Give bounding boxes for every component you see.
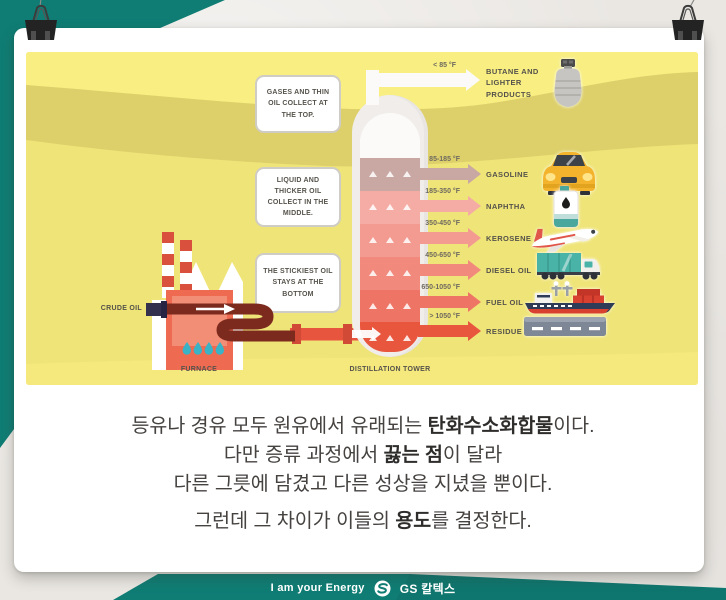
tower-segment-gasoline	[360, 158, 420, 191]
product-label: RESIDUE	[486, 327, 523, 336]
kerosene-arrow	[418, 232, 468, 244]
caption-line: 다른 그릇에 담겼고 다른 성상을 지녔을 뿐이다.	[173, 473, 553, 495]
fuel-oil-arrow-head	[468, 292, 481, 312]
gas-canister-icon	[554, 59, 582, 107]
footer-slogan: I am your Energy	[270, 582, 365, 594]
product-label: KEROSENE	[486, 234, 532, 243]
burner-flames-icon	[182, 342, 224, 355]
temp-label: > 1050 °F	[429, 313, 460, 320]
gasoline-arrow-head	[468, 164, 481, 184]
chimney-icon	[162, 232, 174, 298]
naphtha-arrow-head	[468, 196, 481, 216]
residue-arrow-head	[468, 321, 481, 341]
residue-arrow	[418, 325, 468, 337]
tower-segment-kerosene	[360, 224, 420, 257]
note-box-top: GASES AND THIN OIL COLLECT AT THE TOP.	[255, 75, 341, 133]
airplane-icon	[531, 228, 599, 253]
tower-inlet-arrow	[352, 330, 372, 338]
butane-arrow	[372, 73, 466, 87]
caption-text: 등유나 경유 모두 원유에서 유래되는 탄화수소화합물이다. 다만 증류 과정에…	[0, 412, 726, 536]
binder-clip-icon	[672, 0, 704, 40]
caption-line: 등유나 경유 모두 원유에서 유래되는 탄화수소화합물이다.	[131, 415, 595, 437]
crude-oil-label: CRUDE OIL	[100, 305, 142, 312]
product-label: BUTANE AND LIGHTER PRODUCTS	[486, 67, 539, 99]
butane-arrow-head	[466, 69, 480, 91]
temp-label: 650-1050 °F	[421, 284, 460, 291]
distillation-tower-label: DISTILLATION TOWER	[349, 366, 431, 373]
furnace-label: FURNACE	[180, 366, 218, 373]
temp-label: < 85 °F	[433, 62, 456, 69]
product-label: NAPHTHA	[486, 202, 526, 211]
temp-label: 185-350 °F	[425, 188, 460, 195]
gasoline-arrow	[418, 168, 468, 180]
cargo-ship-icon	[525, 281, 615, 314]
road-icon	[524, 317, 606, 336]
gs-caltex-logo-icon	[374, 580, 391, 596]
caption-line: 다만 증류 과정에서 끓는 점이 달라	[223, 444, 503, 466]
product-label: GASOLINE	[486, 170, 529, 179]
diesel-arrow-head	[468, 260, 481, 280]
tower-segment-fueloil	[360, 290, 420, 322]
tower-segment-diesel	[360, 257, 420, 290]
naphtha-arrow	[418, 200, 468, 212]
furnace-pipes	[146, 301, 374, 344]
chimney-icon	[180, 240, 192, 298]
footer-brand: GS 칼텍스	[399, 581, 456, 596]
caption-line: 그런데 그 차이가 이들의 용도를 결정한다.	[194, 510, 532, 532]
binder-clip-icon	[25, 0, 57, 40]
product-label: FUEL OIL	[486, 298, 524, 307]
oil-container-icon	[553, 186, 579, 228]
fuel-oil-arrow	[418, 296, 468, 308]
tower-inlet-arrow-head	[372, 327, 381, 341]
taxi-icon	[543, 152, 595, 195]
truck-icon	[537, 253, 600, 280]
kerosene-arrow-head	[468, 228, 481, 248]
tower-segment-empty	[360, 113, 420, 158]
product-label: DIESEL OIL	[486, 266, 532, 275]
diesel-arrow	[418, 264, 468, 276]
temp-label: 450-650 °F	[425, 252, 460, 259]
tower-segment-naphtha	[360, 191, 420, 224]
temp-label: 350-450 °F	[425, 220, 460, 227]
temp-label: 85-185 °F	[429, 156, 460, 163]
note-box-bottom: THE STICKIEST OIL STAYS AT THE BOTTOM	[255, 253, 341, 313]
footer-bar: I am your Energy GS 칼텍스	[0, 576, 726, 600]
note-box-middle: LIQUID AND THICKER OIL COLLECT IN THE MI…	[255, 167, 341, 227]
